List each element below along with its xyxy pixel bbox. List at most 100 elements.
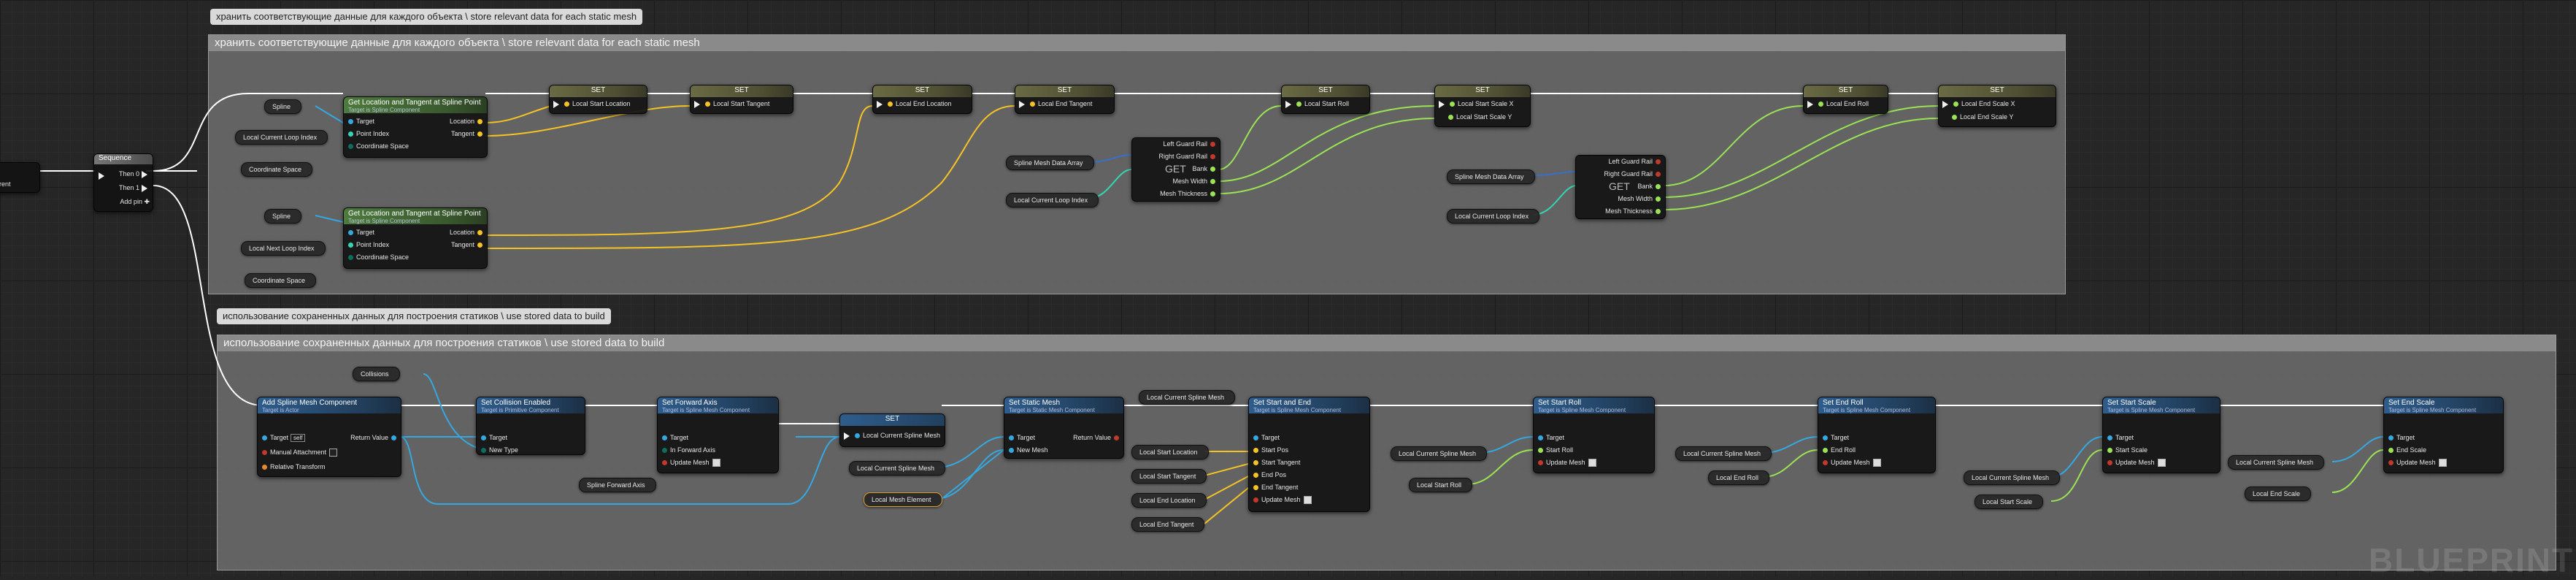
pin-target[interactable]: Target bbox=[2104, 434, 2134, 441]
var-current-spline-mesh-1[interactable]: Local Current Spline Mesh bbox=[849, 461, 946, 476]
pin-right-guard[interactable]: Right Guard Rail bbox=[1604, 170, 1664, 178]
var-mesh-data-array-2[interactable]: Spline Mesh Data Array bbox=[1447, 169, 1535, 184]
partial-node-left[interactable]: rent bbox=[0, 162, 40, 193]
var-start-roll[interactable]: Local Start Roll bbox=[1409, 478, 1473, 492]
var-loop-index-2[interactable]: Local Current Loop Index bbox=[1006, 193, 1099, 207]
set-end-scale-node[interactable]: SET Local End Scale X Local End Scale Y bbox=[1938, 85, 2056, 127]
sequence-exec-in[interactable] bbox=[96, 172, 107, 180]
sequence-node[interactable]: Sequence Then 0 Then 1 Add pin ✚ bbox=[93, 153, 153, 212]
var-current-spline-mesh-4[interactable]: Local Current Spline Mesh bbox=[1675, 446, 1772, 461]
pin-target[interactable]: Target bbox=[345, 118, 374, 125]
pin-var[interactable]: Local Current Spline Mesh bbox=[842, 432, 940, 440]
pin-coord-space[interactable]: Coordinate Space bbox=[345, 142, 409, 150]
get-location-tangent-node-1[interactable]: Get Location and Tangent at Spline Point… bbox=[343, 96, 488, 158]
pin-var[interactable]: Local Start Roll bbox=[1283, 100, 1349, 108]
pin-target[interactable]: Target bbox=[1820, 434, 1849, 441]
pin-update-mesh[interactable]: Update Mesh bbox=[2385, 459, 2447, 468]
pin-end-roll[interactable]: End Roll bbox=[1820, 446, 1856, 454]
pin-left-guard[interactable]: Left Guard Rail bbox=[1608, 158, 1664, 165]
break-struct-node-1[interactable]: Left Guard Rail Right Guard Rail Bank Me… bbox=[1131, 137, 1220, 202]
pin-target[interactable]: Target bbox=[2385, 434, 2415, 441]
pin-target[interactable]: Target bbox=[1006, 434, 1035, 441]
pin-update-mesh[interactable]: Update Mesh bbox=[1820, 459, 1881, 468]
pin-var-y[interactable]: Local Start Scale Y bbox=[1445, 113, 1512, 121]
var-collisions[interactable]: Collisions bbox=[353, 367, 400, 381]
pin-bank[interactable]: Bank bbox=[1192, 165, 1218, 172]
pin-new-mesh[interactable]: New Mesh bbox=[1006, 446, 1048, 454]
pin-mesh-width[interactable]: Mesh Width bbox=[1172, 178, 1218, 185]
pin-return-value[interactable]: Return Value bbox=[350, 434, 399, 441]
pin-coord-space[interactable]: Coordinate Space bbox=[345, 253, 409, 261]
var-spline-forward-axis[interactable]: Spline Forward Axis bbox=[579, 478, 656, 492]
pin-mesh-thickness[interactable]: Mesh Thickness bbox=[1160, 190, 1218, 197]
sequence-then-0[interactable]: Then 0 bbox=[119, 170, 150, 178]
pin-update-mesh[interactable]: Update Mesh bbox=[1535, 459, 1596, 468]
pin-in-axis[interactable]: In Forward Axis bbox=[659, 446, 715, 454]
pin-location[interactable]: Location bbox=[450, 229, 485, 236]
pin-left-guard[interactable]: Left Guard Rail bbox=[1163, 140, 1218, 148]
var-start-scale[interactable]: Local Start Scale bbox=[1975, 495, 2044, 509]
var-coord-space-1[interactable]: Coordinate Space bbox=[241, 162, 313, 177]
pin-var[interactable]: Local End Tangent bbox=[1017, 100, 1092, 108]
pin-return-value[interactable]: Return Value bbox=[1073, 434, 1122, 441]
pin-start-tangent[interactable]: Start Tangent bbox=[1250, 459, 1300, 466]
set-end-roll-node[interactable]: SET Local End Roll bbox=[1803, 85, 1888, 114]
pin-var[interactable]: Local End Location bbox=[874, 100, 952, 108]
pin-end-scale[interactable]: End Scale bbox=[2385, 446, 2426, 454]
pin-update-mesh[interactable]: Update Mesh bbox=[659, 459, 720, 468]
var-spline-2[interactable]: Spline bbox=[264, 209, 302, 224]
set-start-scale-node[interactable]: SET Local Start Scale X Local Start Scal… bbox=[1434, 85, 1531, 127]
var-end-scale[interactable]: Local End Scale bbox=[2245, 486, 2312, 501]
pin-tangent[interactable]: Tangent bbox=[451, 241, 485, 248]
pin-right-guard[interactable]: Right Guard Rail bbox=[1158, 153, 1218, 160]
var-mesh-element[interactable]: Local Mesh Element bbox=[864, 492, 942, 507]
set-end-tangent-node[interactable]: SET Local End Tangent bbox=[1015, 85, 1115, 114]
var-end-tangent[interactable]: Local End Tangent bbox=[1131, 517, 1205, 532]
pin-var[interactable]: Local Start Location bbox=[551, 100, 631, 108]
pin-target[interactable]: Target bbox=[1250, 434, 1280, 441]
pin-point-index[interactable]: Point Index bbox=[345, 130, 389, 137]
pin-new-type[interactable]: New Type bbox=[478, 446, 518, 454]
var-start-tangent[interactable]: Local Start Tangent bbox=[1131, 469, 1207, 484]
pin-end-tangent[interactable]: End Tangent bbox=[1250, 484, 1298, 491]
var-end-roll[interactable]: Local End Roll bbox=[1708, 470, 1770, 485]
var-current-spline-mesh-6[interactable]: Local Current Spline Mesh bbox=[2228, 455, 2325, 470]
set-start-roll-node[interactable]: SET Local Start Roll bbox=[1281, 85, 1370, 114]
set-end-location-node[interactable]: SET Local End Location bbox=[872, 85, 972, 114]
var-next-loop-index[interactable]: Local Next Loop Index bbox=[241, 241, 326, 256]
var-coord-space-2[interactable]: Coordinate Space bbox=[245, 273, 317, 288]
set-start-tangent-node[interactable]: SET Local Start Tangent bbox=[690, 85, 793, 114]
pin-var-y[interactable]: Local End Scale Y bbox=[1949, 113, 2013, 121]
var-mesh-data-array-1[interactable]: Spline Mesh Data Array bbox=[1006, 156, 1094, 170]
pin-mesh-width[interactable]: Mesh Width bbox=[1618, 195, 1664, 202]
pin-location[interactable]: Location bbox=[450, 118, 485, 125]
set-start-location-node[interactable]: SET Local Start Location bbox=[549, 85, 647, 114]
sequence-then-1[interactable]: Then 1 bbox=[119, 184, 150, 192]
var-start-location[interactable]: Local Start Location bbox=[1131, 445, 1209, 459]
var-current-spline-mesh-5[interactable]: Local Current Spline Mesh bbox=[1964, 470, 2061, 485]
pin-target[interactable]: Target bbox=[345, 229, 374, 236]
pin-start-pos[interactable]: Start Pos bbox=[1250, 446, 1288, 454]
set-current-spline-mesh-node[interactable]: SET Local Current Spline Mesh bbox=[839, 413, 945, 447]
var-loop-index-1[interactable]: Local Current Loop Index bbox=[235, 130, 328, 145]
pin-point-index[interactable]: Point Index bbox=[345, 241, 389, 248]
var-spline-1[interactable]: Spline bbox=[264, 99, 302, 114]
pin-target[interactable]: Target bbox=[478, 434, 507, 441]
pin-target[interactable]: Target bbox=[659, 434, 688, 441]
pin-var[interactable]: Local End Roll bbox=[1805, 100, 1869, 108]
get-location-tangent-node-2[interactable]: Get Location and Tangent at Spline Point… bbox=[343, 207, 488, 269]
pin-update-mesh[interactable]: Update Mesh bbox=[1250, 496, 1312, 505]
pin-bank[interactable]: Bank bbox=[1637, 183, 1664, 190]
pin-start-roll[interactable]: Start Roll bbox=[1535, 446, 1573, 454]
pin-manual-attachment[interactable]: Manual Attachment bbox=[259, 449, 338, 457]
var-current-spline-mesh-3[interactable]: Local Current Spline Mesh bbox=[1391, 446, 1488, 461]
